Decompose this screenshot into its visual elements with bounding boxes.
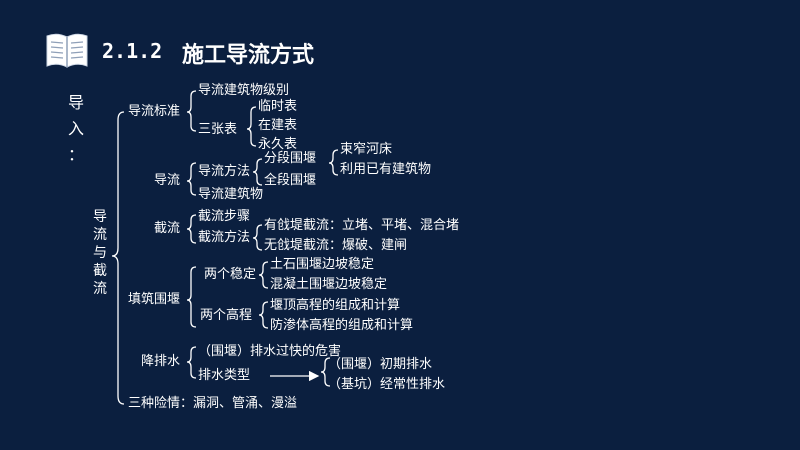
- node-temp-table: 临时表: [258, 99, 298, 114]
- node-closure: 截流: [154, 221, 181, 236]
- root-char: 流: [93, 281, 107, 297]
- node-drain: 降排水: [141, 354, 181, 369]
- brace-staged: [328, 149, 339, 176]
- node-closure-steps: 截流步骤: [198, 209, 251, 224]
- brace-drain-type: [320, 357, 331, 387]
- intro-char: 入: [67, 119, 84, 138]
- node-drain-initial: （围堰）初期排水: [328, 357, 433, 372]
- brace-three-tables: [246, 106, 257, 147]
- node-nodike: 无戗堤截流：爆破、建闸: [264, 238, 408, 253]
- node-stability: 两个稳定: [204, 267, 257, 282]
- brace-closure: [186, 214, 197, 244]
- node-elevation-1: 堰顶高程的组成和计算: [270, 298, 401, 313]
- node-stability-1: 土石围堰边坡稳定: [270, 257, 375, 272]
- node-existing-building: 利用已有建筑物: [340, 162, 432, 177]
- node-building-table: 在建表: [258, 118, 298, 133]
- brace-stability: [258, 261, 269, 289]
- page-title: 施工导流方式: [182, 43, 315, 68]
- node-perm-table: 永久表: [258, 137, 298, 152]
- root-char: 与: [93, 245, 107, 261]
- brace-method: [252, 158, 263, 186]
- node-standard-level: 导流建筑物级别: [198, 83, 290, 98]
- node-staged: 分段围堰: [264, 151, 317, 166]
- node-narrow-river: 束窄河床: [340, 142, 393, 157]
- brace-standard: [186, 90, 197, 132]
- node-diversion: 导流: [154, 173, 181, 188]
- intro-label: 导 入 ：: [66, 90, 86, 168]
- node-closure-method: 截流方法: [198, 230, 251, 245]
- node-stability-2: 混凝土围堰边坡稳定: [270, 277, 388, 292]
- brace-elevation: [258, 301, 269, 329]
- intro-char: 导: [67, 93, 84, 112]
- node-standard: 导流标准: [128, 104, 181, 119]
- node-drain-hazard: （围堰）排水过快的危害: [198, 344, 342, 359]
- node-fill-cofferdam: 填筑围堰: [128, 292, 181, 307]
- node-full: 全段围堰: [264, 173, 317, 188]
- node-method: 导流方法: [198, 164, 251, 179]
- node-dike: 有戗堤截流：立堵、平堵、混合堵: [264, 218, 460, 233]
- root-char: 截: [93, 263, 107, 279]
- brace-fill: [186, 266, 197, 328]
- node-diversion-building: 导流建筑物: [198, 187, 264, 202]
- node-danger: 三种险情：漏洞、管涌、漫溢: [128, 396, 298, 411]
- brace-main: [111, 111, 125, 405]
- root-char: 导: [93, 209, 107, 225]
- node-drain-regular: （基坑）经常性排水: [328, 377, 446, 392]
- brace-diversion: [186, 162, 197, 196]
- brace-drain: [186, 346, 197, 379]
- section-number: 2.1.2: [102, 39, 163, 63]
- root-topic: 导 流 与 截 流: [92, 208, 108, 298]
- intro-char: ：: [67, 145, 84, 164]
- book-icon: [46, 33, 88, 68]
- root-char: 流: [93, 227, 107, 243]
- brace-closure-method: [252, 224, 263, 251]
- node-drain-type: 排水类型: [198, 368, 251, 383]
- node-elevation-2: 防渗体高程的组成和计算: [270, 318, 414, 333]
- node-three-tables: 三张表: [198, 122, 238, 137]
- node-elevation: 两个高程: [200, 308, 253, 323]
